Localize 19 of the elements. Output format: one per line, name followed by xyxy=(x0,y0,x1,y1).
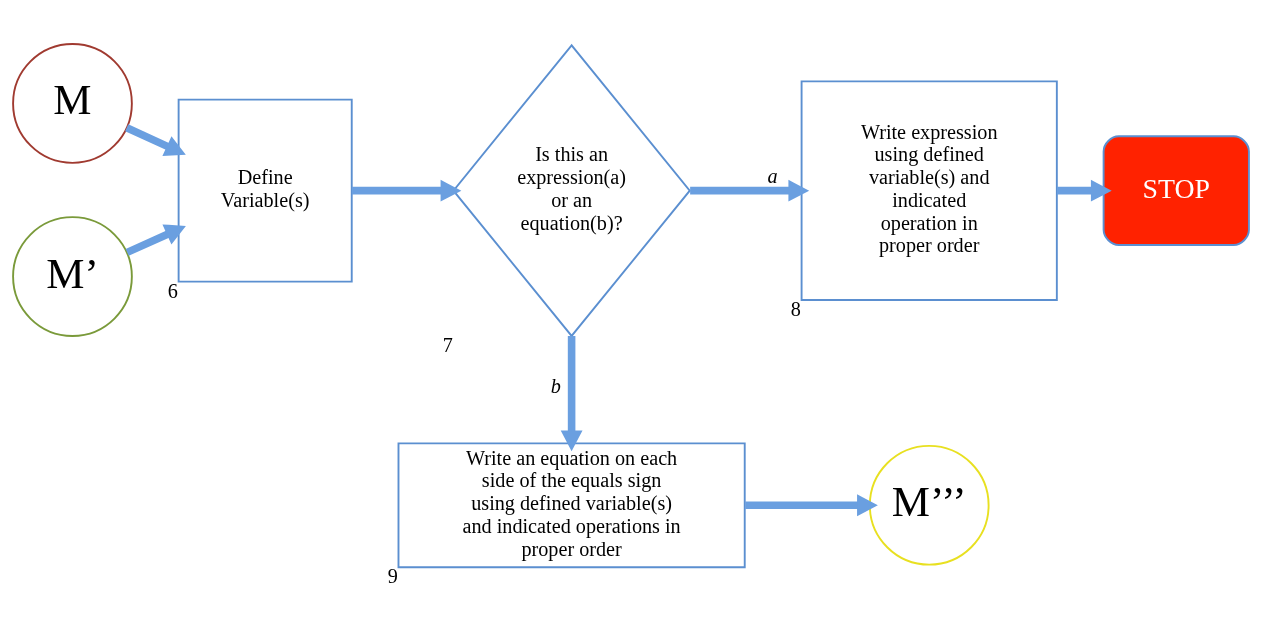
node-circle: M’ xyxy=(12,215,133,337)
node-label: 6 xyxy=(167,279,178,302)
node-circle: M xyxy=(12,42,133,164)
arrow xyxy=(1057,179,1112,202)
edge-label: b xyxy=(550,374,561,397)
node-label: 8 xyxy=(790,297,801,320)
arrow xyxy=(125,224,186,256)
node-circle: M’’’ xyxy=(868,444,990,566)
node-diamond: Is this an expression(a) or an equation(b)? xyxy=(452,43,691,337)
arrow xyxy=(125,123,186,156)
edge-label: a xyxy=(767,164,778,187)
arrow xyxy=(351,179,462,202)
node-label: 7 xyxy=(442,333,453,356)
node-box: Write an equation on each side of the equals sign using defined variable(s) and indicated operations in proper order xyxy=(397,441,746,568)
arrow xyxy=(745,493,878,516)
node-label: 9 xyxy=(387,564,398,587)
node-box: Write expression using defined variable(s) and indicated operation in proper order xyxy=(800,79,1058,301)
node-box: Define Variable(s) xyxy=(177,98,353,283)
node-box: STOP xyxy=(1102,134,1250,246)
